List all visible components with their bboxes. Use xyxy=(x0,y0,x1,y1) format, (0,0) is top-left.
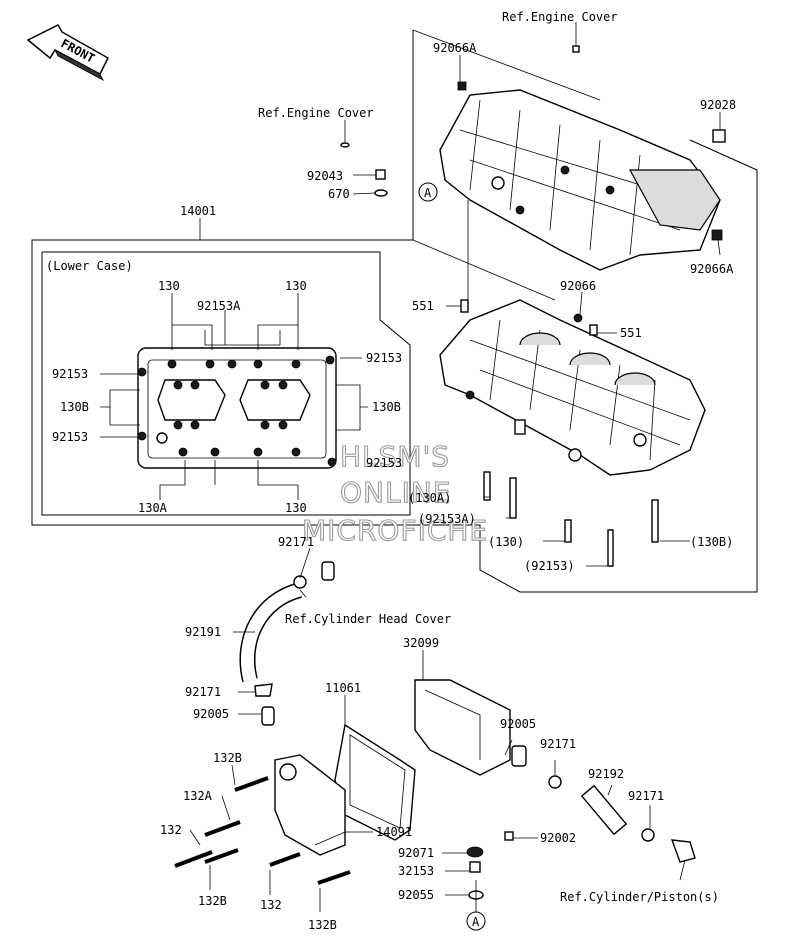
breather-hoses xyxy=(239,561,696,863)
upper-crankcase xyxy=(439,89,721,271)
svg-text:A: A xyxy=(472,915,480,929)
ref-engine-cover-mid: Ref.Engine Cover xyxy=(258,106,374,120)
part-130b-left: 130B xyxy=(60,400,89,414)
part-32099: 32099 xyxy=(403,636,439,650)
part-92153a: 92153A xyxy=(197,299,241,313)
part-92043: 92043 xyxy=(307,169,343,183)
part-130a: 130A xyxy=(138,501,168,515)
part-130-left: 130 xyxy=(158,279,180,293)
watermark: HLSM'S ONLINE MICROFICHE xyxy=(301,439,488,547)
part-92055: 92055 xyxy=(398,888,434,902)
assembly-outline xyxy=(31,29,758,593)
part-92002: 92002 xyxy=(540,831,576,845)
lower-crankcase xyxy=(439,299,706,476)
bottom-bolt-row xyxy=(137,355,337,467)
part-132: 132 xyxy=(160,823,182,837)
part-32153: 32153 xyxy=(398,864,434,878)
part-92066a-top: 92066A xyxy=(433,41,477,55)
part-130a-paren: (130A) xyxy=(408,491,451,505)
part-130-paren: (130) xyxy=(488,535,524,549)
part-92153-left-2: 92153 xyxy=(52,430,88,444)
svg-text:HLSM'S: HLSM'S xyxy=(340,440,450,473)
part-130b-paren: (130B) xyxy=(690,535,733,549)
part-551-right: 551 xyxy=(620,326,642,340)
part-92005-left: 92005 xyxy=(193,707,229,721)
part-132b-2: 132B xyxy=(198,894,227,908)
oil-pan-assembly xyxy=(274,679,511,856)
lower-case-label: (Lower Case) xyxy=(46,259,133,273)
part-130b-right: 130B xyxy=(372,400,401,414)
part-92171-top: 92171 xyxy=(278,535,314,549)
part-92171-right-1: 92171 xyxy=(540,737,576,751)
pan-bolts xyxy=(174,776,351,885)
part-92153-right: 92153 xyxy=(366,351,402,365)
part-92171-right-2: 92171 xyxy=(628,789,664,803)
part-92028: 92028 xyxy=(700,98,736,112)
part-132a: 132A xyxy=(183,789,213,803)
svg-text:MICROFICHE: MICROFICHE xyxy=(302,514,488,547)
drain-plug-parts xyxy=(466,831,514,900)
part-14091: 14091 xyxy=(376,825,412,839)
part-92153-paren: (92153) xyxy=(524,559,575,573)
svg-text:ONLINE: ONLINE xyxy=(340,476,451,509)
part-14001: 14001 xyxy=(180,204,216,218)
part-11061: 11061 xyxy=(325,681,361,695)
svg-text:A: A xyxy=(424,186,432,200)
part-92192: 92192 xyxy=(588,767,624,781)
part-92191: 92191 xyxy=(185,625,221,639)
part-670: 670 xyxy=(328,187,350,201)
part-130-bottom: 130 xyxy=(285,501,307,515)
part-132b-3: 132B xyxy=(308,918,337,932)
ref-cylinder-head-cover: Ref.Cylinder Head Cover xyxy=(285,612,451,626)
part-92066a-right: 92066A xyxy=(690,262,734,276)
leader-lines xyxy=(100,22,721,912)
part-92005-right: 92005 xyxy=(500,717,536,731)
ref-engine-cover-top: Ref.Engine Cover xyxy=(502,10,618,24)
part-132-2: 132 xyxy=(260,898,282,912)
part-92153a-paren: (92153A) xyxy=(418,512,476,526)
lower-case-bottom-view xyxy=(137,347,337,469)
circle-ref-a-bottom: A xyxy=(466,911,486,931)
part-number-labels: 92066A 92028 92066A 92043 670 14001 551 … xyxy=(52,41,736,932)
part-92153-left-1: 92153 xyxy=(52,367,88,381)
part-132b-1: 132B xyxy=(213,751,242,765)
part-92171-mid: 92171 xyxy=(185,685,221,699)
part-130-right: 130 xyxy=(285,279,307,293)
part-92153-mid: 92153 xyxy=(366,456,402,470)
part-92066: 92066 xyxy=(560,279,596,293)
part-551-left: 551 xyxy=(412,299,434,313)
circle-ref-a-top: A xyxy=(418,182,469,300)
front-arrow-icon: FRONT xyxy=(26,24,109,81)
case-bolts xyxy=(340,45,726,567)
part-92071: 92071 xyxy=(398,846,434,860)
ref-cylinder-piston: Ref.Cylinder/Piston(s) xyxy=(560,890,719,904)
